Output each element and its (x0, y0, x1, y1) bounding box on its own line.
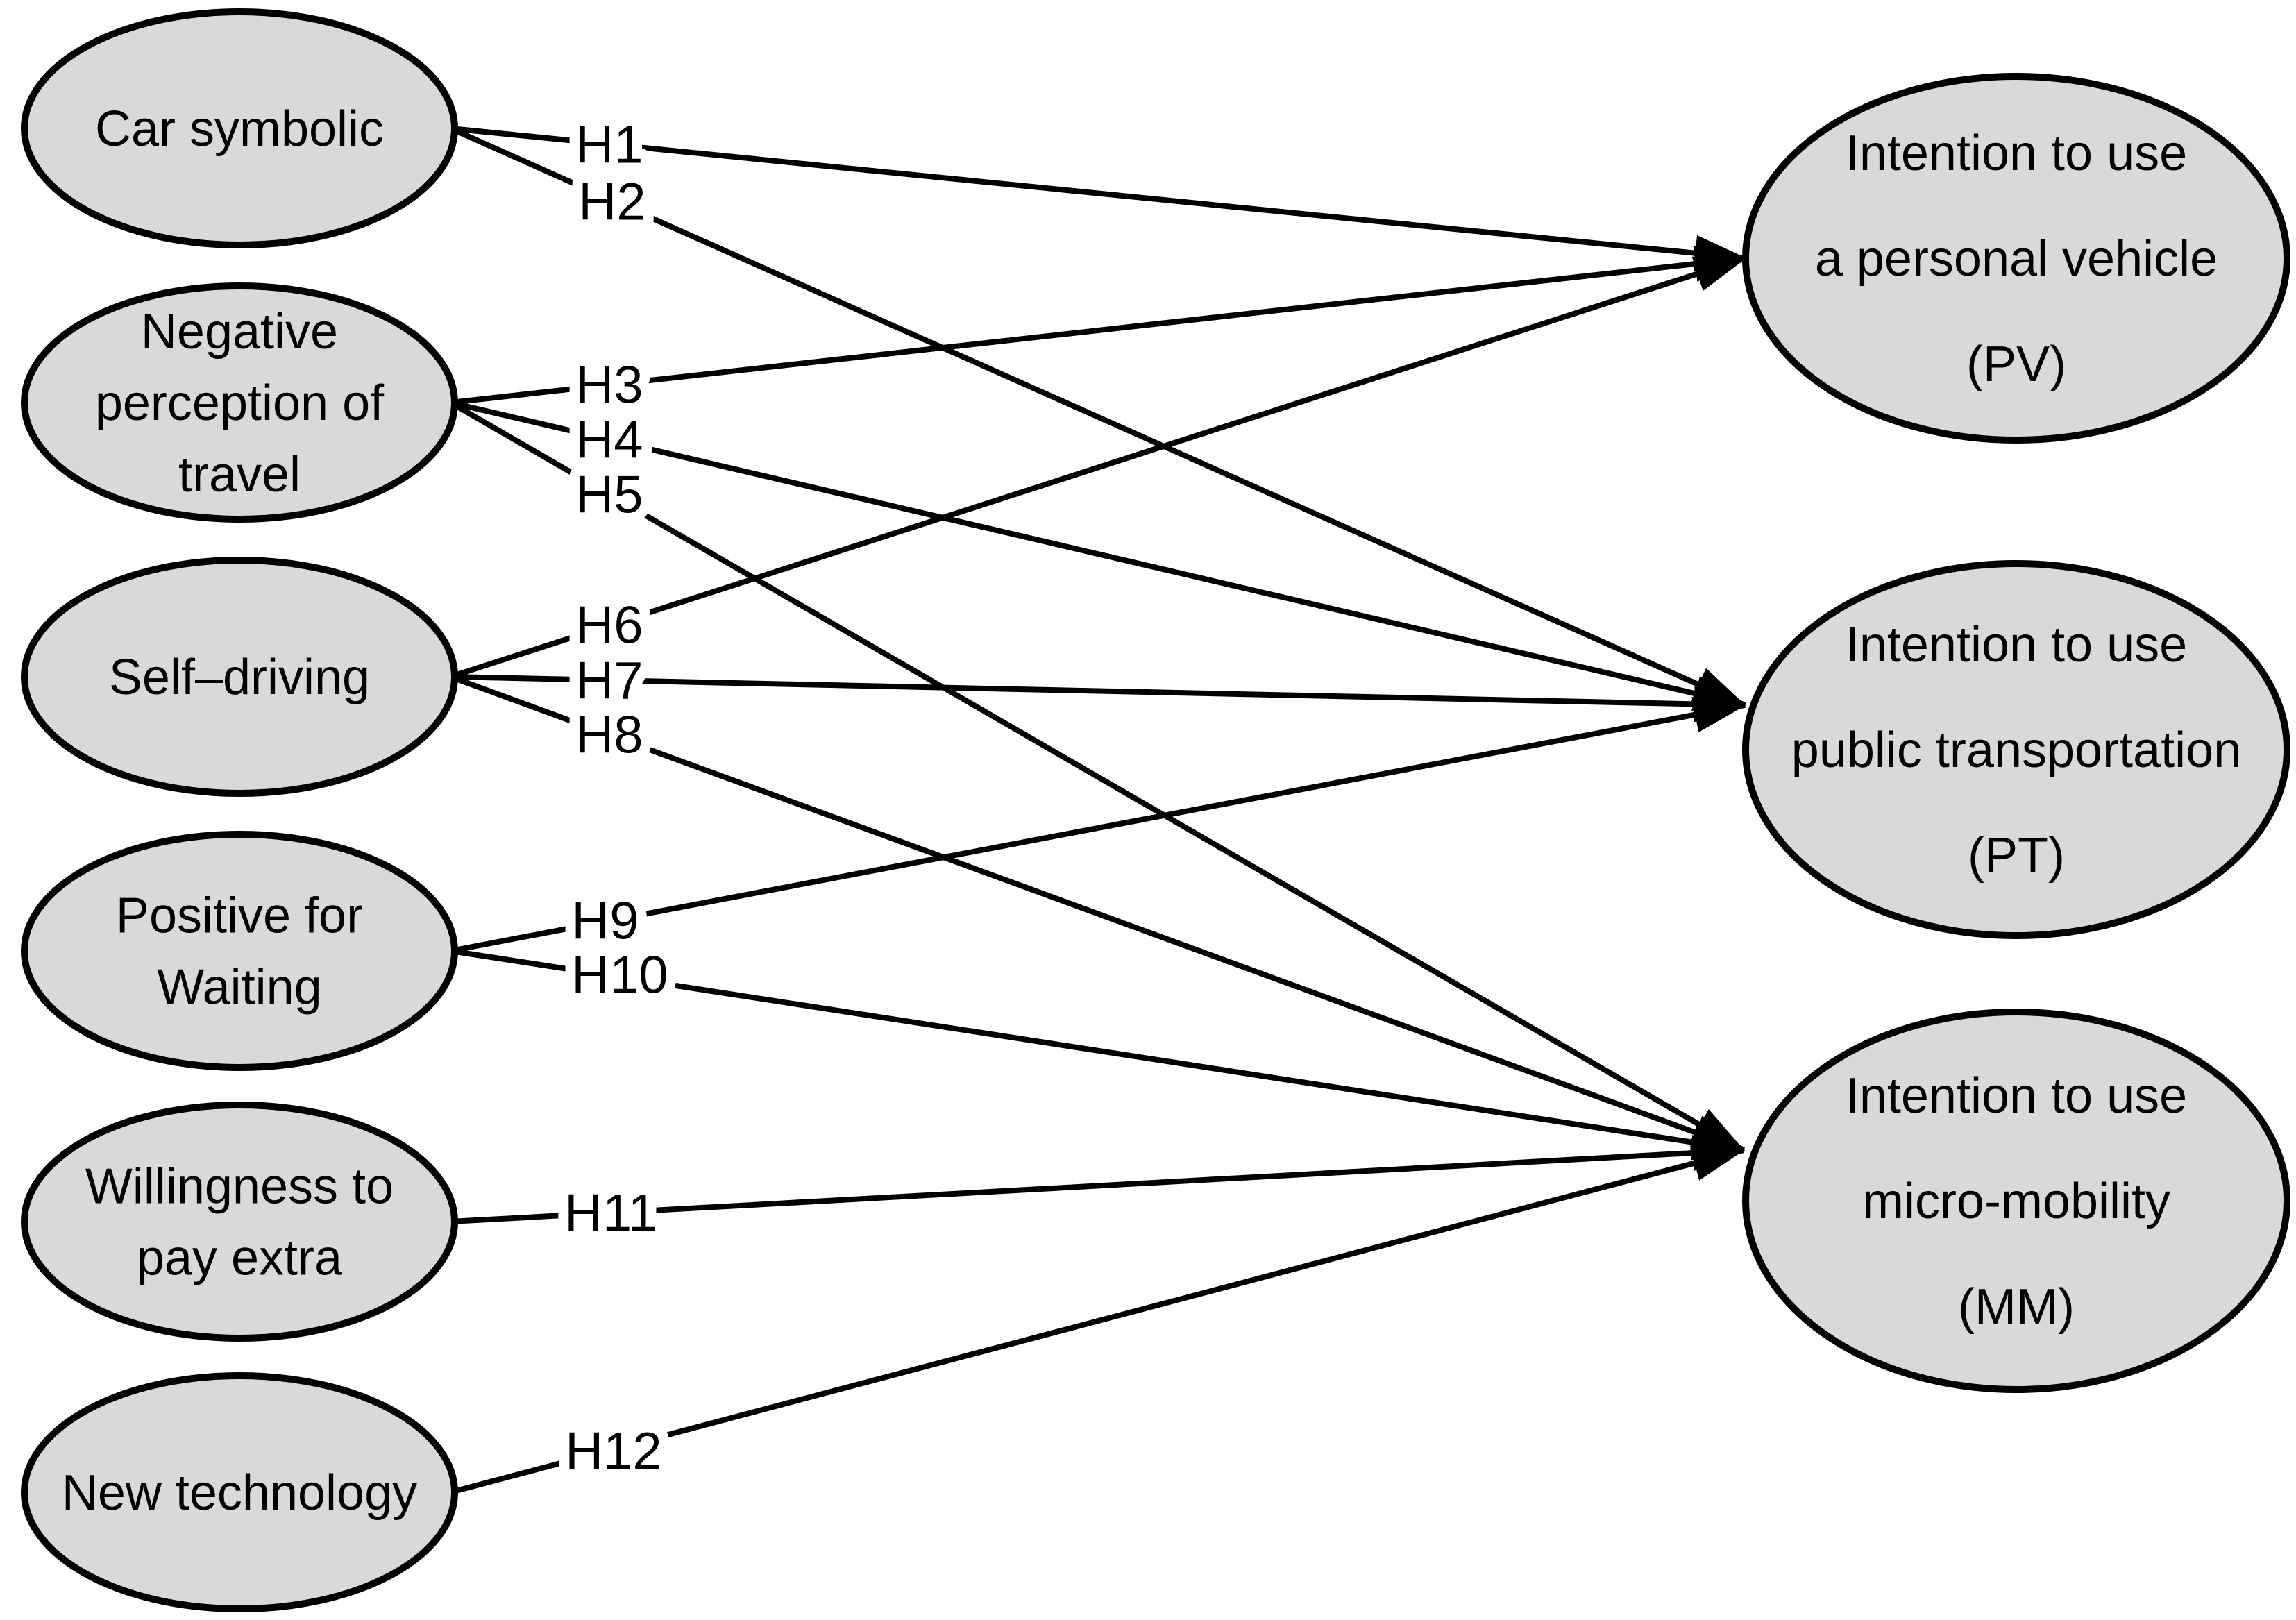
node-negative-perception-of-travel-shape (21, 282, 458, 523)
edge-H5 (448, 400, 1746, 1153)
node-new-technology: New technology (21, 1372, 458, 1612)
edge-label-H10: H10 (571, 946, 668, 1005)
node-car-symbolic-shape (21, 8, 458, 248)
edge-H6 (449, 255, 1747, 680)
node-positive-for-waiting-shape (21, 831, 458, 1071)
node-self-driving-label: Self–driving (109, 650, 370, 705)
edge-label-H1: H1 (575, 116, 643, 175)
node-intention-public-transportation-shape (1742, 560, 2290, 939)
edge-H8 (449, 674, 1745, 1153)
edge-label-H12: H12 (565, 1422, 661, 1481)
edge-label-H11: H11 (564, 1184, 657, 1243)
edge-H7 (450, 674, 1746, 723)
edge-label-H5: H5 (575, 466, 643, 525)
node-intention-personal-vehicle-shape (1742, 73, 2290, 444)
edge-label-H6: H6 (575, 596, 643, 655)
edge-label-H8: H8 (575, 706, 643, 765)
edge-H2 (449, 126, 1746, 708)
node-new-technology-shape (21, 1372, 458, 1612)
edge-H9 (450, 697, 1746, 954)
edge-label-H2: H2 (578, 173, 645, 232)
edge-H3 (450, 246, 1747, 405)
node-car-symbolic-label: Car symbolic (95, 101, 384, 157)
node-self-driving-shape (21, 557, 458, 797)
node-willingness-to-pay-extra-shape (21, 1102, 458, 1342)
edge-H11 (450, 1135, 1745, 1224)
node-self-driving: Self–driving (21, 557, 458, 797)
edges-layer (448, 126, 1747, 1495)
edge-label-H4: H4 (575, 411, 643, 470)
edge-H4 (450, 400, 1746, 711)
edge-H10 (450, 948, 1745, 1161)
node-intention-micro-mobility-shape (1742, 1009, 2290, 1393)
node-car-symbolic: Car symbolic (21, 8, 458, 248)
edge-label-H9: H9 (571, 892, 639, 951)
node-new-technology-label: New technology (62, 1465, 417, 1521)
edge-H12 (449, 1145, 1745, 1495)
edge-H1 (450, 126, 1747, 271)
edge-label-H7: H7 (575, 652, 643, 711)
edge-label-H3: H3 (575, 356, 643, 415)
